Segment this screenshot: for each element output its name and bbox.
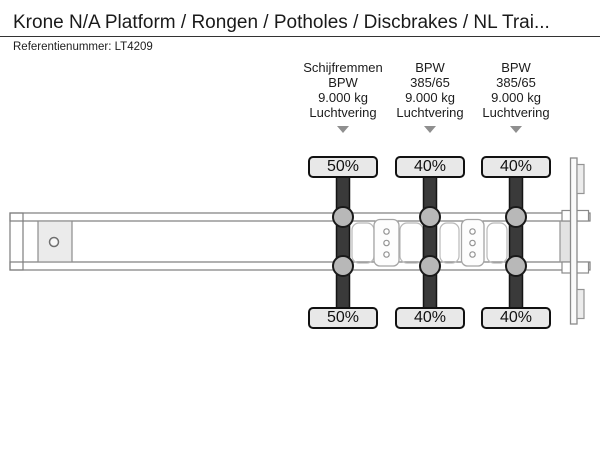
bolt-hole bbox=[469, 251, 476, 258]
kingpin bbox=[48, 236, 60, 248]
frame-cutout-panel bbox=[486, 222, 508, 264]
axle-1-suspension: Luchtvering bbox=[309, 105, 377, 120]
axle-3-capacity: 9.000 kg bbox=[491, 90, 541, 105]
axle-3-brand: BPW bbox=[501, 60, 531, 75]
bolt-hole bbox=[383, 251, 390, 258]
wheel-hub bbox=[332, 206, 354, 228]
chassis-rail-top bbox=[9, 212, 591, 222]
chassis-rail-bottom bbox=[9, 261, 591, 271]
axle-1-spec-label: Schijfremmen BPW 9.000 kg Luchtvering bbox=[286, 60, 400, 133]
rear-lamp-right bbox=[576, 288, 585, 320]
axle-1-bar bbox=[335, 176, 351, 311]
frame-cutout-panel bbox=[351, 222, 375, 264]
axle-3-bar bbox=[508, 176, 524, 311]
axle-3-spec-label: BPW 385/65 9.000 kg Luchtvering bbox=[459, 60, 573, 133]
axle-2-bar bbox=[422, 176, 438, 311]
arrow-down-icon bbox=[337, 126, 349, 133]
bolt-hole bbox=[469, 239, 476, 247]
wheel-hub bbox=[419, 255, 441, 277]
page-title: Krone N/A Platform / Rongen / Potholes /… bbox=[13, 12, 550, 33]
axle-2-capacity: 9.000 kg bbox=[405, 90, 455, 105]
arrow-down-icon bbox=[510, 126, 522, 133]
rear-bumper-bar bbox=[569, 157, 578, 325]
bolt-hole bbox=[469, 228, 476, 235]
axle-2-tyre-size: 385/65 bbox=[410, 75, 450, 90]
wheel-hub bbox=[332, 255, 354, 277]
axle-1-brake-type: Schijfremmen bbox=[303, 60, 383, 75]
title-divider bbox=[0, 36, 600, 37]
axle-3-load-top: 40% bbox=[481, 156, 551, 178]
axle-2-load-bottom: 40% bbox=[395, 307, 465, 329]
bolt-hole bbox=[383, 239, 390, 247]
reference-number: Referentienummer: LT4209 bbox=[13, 41, 153, 53]
axle-1-load-bottom: 50% bbox=[308, 307, 378, 329]
axle-2-brand: BPW bbox=[415, 60, 445, 75]
arrow-down-icon bbox=[424, 126, 436, 133]
axle-3-suspension: Luchtvering bbox=[482, 105, 550, 120]
wheel-hub bbox=[505, 255, 527, 277]
rear-lamp-left bbox=[576, 163, 585, 195]
axle-2-load-top: 40% bbox=[395, 156, 465, 178]
wheel-hub bbox=[505, 206, 527, 228]
axle-2-suspension: Luchtvering bbox=[396, 105, 464, 120]
axle-3-tyre-size: 385/65 bbox=[496, 75, 536, 90]
axle-1-load-top: 50% bbox=[308, 156, 378, 178]
front-end-cap bbox=[9, 212, 24, 271]
wheel-hub bbox=[419, 206, 441, 228]
bolt-hole bbox=[383, 228, 390, 235]
frame-cutout-panel bbox=[439, 222, 460, 264]
axle-1-capacity: 9.000 kg bbox=[318, 90, 368, 105]
axle-3-load-bottom: 40% bbox=[481, 307, 551, 329]
axle-1-brand: BPW bbox=[328, 75, 358, 90]
frame-cutout-panel bbox=[399, 222, 424, 264]
axle-2-spec-label: BPW 385/65 9.000 kg Luchtvering bbox=[373, 60, 487, 133]
